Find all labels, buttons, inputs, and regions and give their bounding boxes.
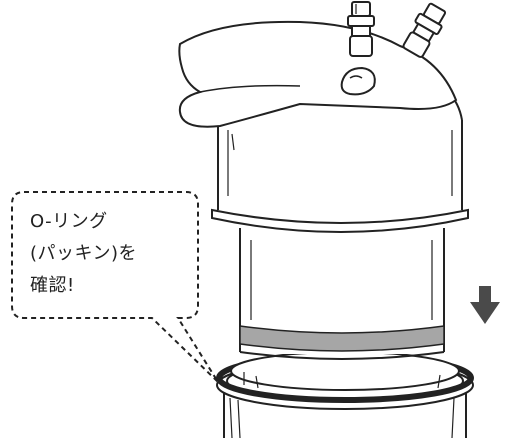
- callout-line-3: 確認!: [30, 275, 75, 296]
- callout-text: O-リング (パッキン)を 確認!: [30, 206, 180, 302]
- hose-fitting-left: [347, 1, 375, 57]
- top-knob: [340, 66, 376, 96]
- gray-seal-band: [239, 325, 445, 352]
- callout-line-1: O-リング: [30, 211, 108, 232]
- o-ring: [216, 351, 474, 403]
- filter-cartridge: [239, 228, 445, 360]
- callout-line-2: (パッキン)を: [30, 243, 138, 264]
- hand: [178, 20, 458, 128]
- hose-fitting-right: [402, 2, 447, 58]
- down-arrow-icon: [470, 286, 500, 324]
- callout-bubble: [11, 191, 219, 383]
